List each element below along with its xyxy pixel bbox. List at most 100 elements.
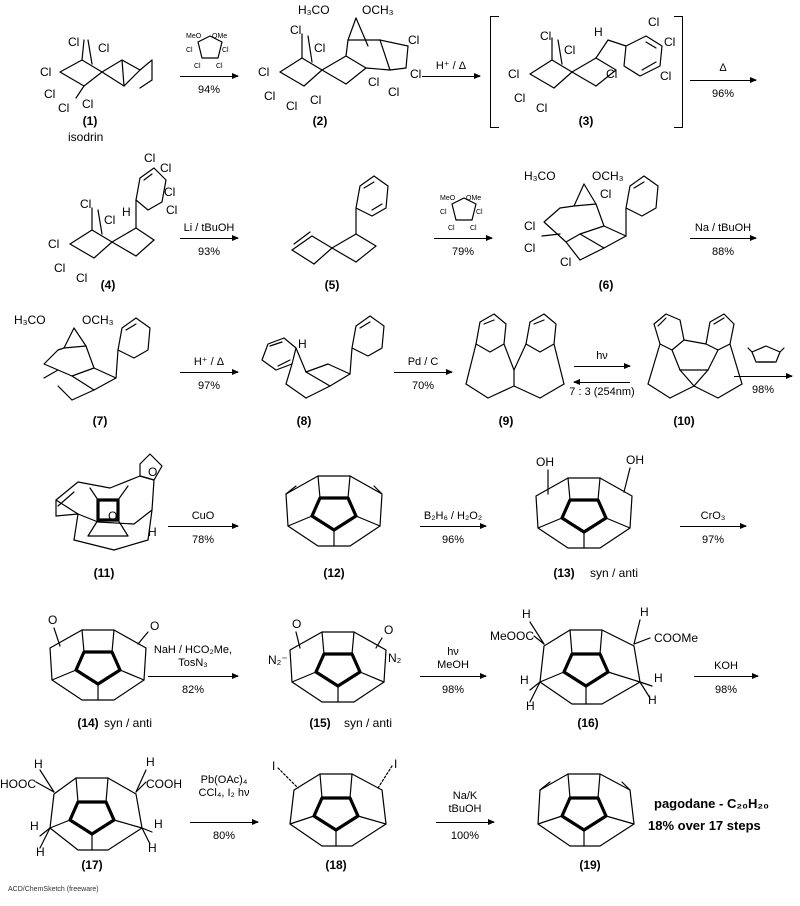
svg-text:Cl: Cl (82, 97, 93, 111)
svg-text:H: H (522, 607, 531, 621)
svg-text:N₂⁻: N₂⁻ (268, 653, 288, 667)
svg-text:MeO: MeO (440, 195, 456, 202)
svg-text:Cl: Cl (648, 15, 659, 29)
compound-9-number: (9) (498, 414, 514, 428)
svg-text:Cl: Cl (314, 41, 325, 55)
step-7-yield: 97% (197, 380, 221, 392)
svg-text:H: H (298, 337, 307, 351)
compound-10-number: (10) (673, 414, 695, 428)
svg-text:Cl: Cl (524, 241, 535, 255)
step-2-conditions: H⁺ / Δ (435, 60, 467, 72)
step-15-conditions: hν MeOH (437, 646, 469, 671)
step-6-conditions: Na / tBuOH (694, 222, 752, 234)
step-3-conditions: Δ (719, 62, 727, 74)
compound-10-structure (640, 313, 750, 410)
step-14-conditions: NaH / HCO₂Me, TosN₃ (153, 644, 233, 669)
svg-text:H₃CO: H₃CO (14, 313, 46, 327)
svg-text:Cl: Cl (160, 161, 171, 175)
svg-text:Cl: Cl (470, 225, 477, 232)
svg-text:MeO: MeO (186, 33, 202, 40)
svg-text:Cl: Cl (216, 63, 223, 70)
step-9-ratio: 7 : 3 (254nm) (569, 386, 635, 398)
svg-text:Cl: Cl (606, 67, 617, 81)
svg-text:Cl: Cl (508, 67, 519, 81)
software-credit: ACD/ChemSketch (freeware) (8, 886, 99, 893)
compound-9-structure (460, 313, 570, 410)
step-14-yield: 82% (181, 684, 205, 696)
compound-3-number: (3) (578, 114, 594, 128)
compound-5-number: (5) (324, 278, 340, 292)
svg-text:H: H (526, 699, 535, 713)
svg-text:Cl: Cl (258, 65, 269, 79)
compound-13-stereo: syn / anti (590, 566, 639, 580)
svg-text:H: H (520, 673, 529, 687)
svg-text:Cl: Cl (660, 69, 671, 83)
svg-text:Cl: Cl (222, 47, 229, 54)
compound-19-number: (19) (579, 858, 601, 872)
svg-text:O: O (48, 613, 57, 627)
step-9-conditions: hν (596, 350, 608, 362)
svg-text:H: H (34, 757, 43, 771)
svg-text:Cl: Cl (476, 209, 483, 216)
svg-text:Cl: Cl (448, 225, 455, 232)
step-15-yield: 98% (441, 684, 465, 696)
step-11-conditions: CuO (191, 510, 215, 522)
step-4-conditions: Li / tBuOH (183, 222, 235, 234)
compound-8-structure: H (256, 314, 386, 410)
svg-text:Cl: Cl (194, 63, 201, 70)
svg-text:Cl: Cl (410, 67, 421, 81)
svg-text:OCH₃: OCH₃ (362, 3, 394, 17)
svg-text:H: H (148, 525, 157, 539)
svg-text:Cl: Cl (58, 101, 69, 115)
svg-text:OH: OH (536, 455, 554, 469)
svg-text:O: O (150, 619, 159, 633)
step-12-yield: 96% (441, 534, 465, 546)
compound-15-number: (15) (309, 716, 331, 730)
step-6-yield: 88% (711, 246, 735, 258)
svg-text:H: H (146, 755, 155, 769)
compound-15-stereo: syn / anti (344, 716, 393, 730)
compound-11-number: (11) (93, 566, 115, 580)
final-overall-yield: 18% over 17 steps (648, 818, 761, 833)
step-13-conditions: CrO₃ (700, 510, 726, 522)
svg-text:I: I (272, 759, 275, 773)
compound-19-structure (530, 756, 650, 856)
compound-16-number: (16) (577, 716, 599, 730)
svg-text:H₃CO: H₃CO (524, 169, 556, 183)
svg-text:H: H (30, 819, 39, 833)
svg-text:O: O (292, 617, 301, 631)
svg-text:H: H (154, 817, 163, 831)
svg-text:Cl: Cl (388, 85, 399, 99)
svg-text:Cl: Cl (264, 89, 275, 103)
svg-text:H: H (654, 671, 663, 685)
step-1-yield: 94% (197, 84, 221, 96)
compound-14-number: (14) (77, 716, 99, 730)
step-8-conditions: Pd / C (407, 356, 439, 368)
svg-text:Cl: Cl (536, 101, 547, 115)
svg-text:O: O (148, 465, 157, 479)
step-16-yield: 98% (714, 684, 738, 696)
step-4-yield: 93% (197, 246, 221, 258)
step-10-yield: 98% (751, 384, 775, 396)
svg-text:Cl: Cl (564, 43, 575, 57)
svg-text:MeOOC: MeOOC (490, 629, 534, 643)
svg-text:Cl: Cl (166, 203, 177, 217)
svg-text:Cl: Cl (40, 65, 51, 79)
svg-text:Cl: Cl (368, 75, 379, 89)
svg-text:O: O (384, 623, 393, 637)
compound-5-structure (282, 170, 402, 274)
svg-text:Cl: Cl (48, 237, 59, 251)
svg-text:Cl: Cl (44, 87, 55, 101)
svg-text:Cl: Cl (98, 41, 109, 55)
svg-text:H₃CO: H₃CO (298, 3, 330, 17)
step-18-yield: 100% (450, 830, 480, 842)
